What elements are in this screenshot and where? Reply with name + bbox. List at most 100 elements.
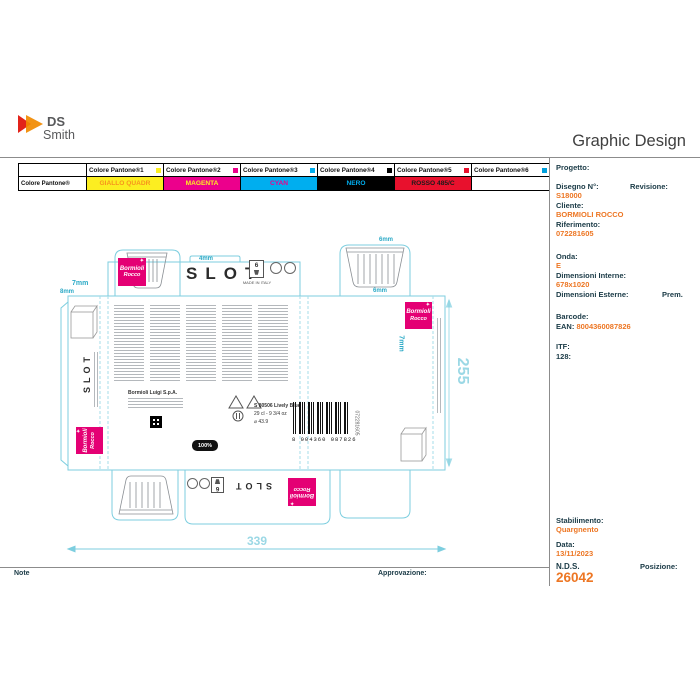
pantone-corner-cell	[19, 164, 87, 177]
nds-value: 26042	[556, 570, 594, 585]
ean-barcode-icon	[293, 402, 349, 434]
food-safe-icon	[270, 262, 282, 274]
revisione-label: Revisione:	[630, 182, 668, 191]
bormioli-rocco-logo: ✦ Bormioli Rocco	[118, 258, 146, 286]
logo-text: Rocco	[293, 485, 311, 492]
pantone-row-label: Colore Pantone®	[19, 177, 87, 190]
ean-row: EAN: 8004360087826	[556, 322, 631, 331]
pantone-value-5: ROSSO 485/C	[395, 177, 472, 190]
vertical-text-strip	[94, 352, 98, 407]
star-icon: ✦	[290, 500, 295, 506]
approvazione-label: Approvazione:	[378, 570, 427, 577]
stamp-100-badge: 100%	[192, 440, 218, 451]
dim-7mm-right: 7mm	[397, 335, 405, 352]
nds-label: N.D.S.	[556, 562, 580, 571]
pantone-header-3: Colore Pantone®3	[241, 164, 318, 177]
pantone-swatch-icon	[310, 167, 315, 173]
bormioli-rocco-logo-left: ✦ Bormioli Rocco	[76, 427, 103, 454]
pantone-swatch-icon	[542, 167, 547, 173]
stabilimento-label: Stabilimento:	[556, 516, 604, 525]
recycle-circle-icon-bottom	[199, 478, 210, 489]
bormioli-rocco-logo-right: ✦ Bormioli Rocco	[405, 302, 432, 329]
data-value: 13/11/2023	[556, 549, 594, 558]
logo-text: Bormioli	[83, 428, 90, 453]
star-icon: ✦	[139, 258, 144, 264]
note-label: Note	[14, 570, 30, 577]
pantone-header-label: Colore Pantone®2	[166, 166, 221, 174]
pantone-header-label: Colore Pantone®4	[320, 166, 375, 174]
pantone-header-5: Colore Pantone®5	[395, 164, 472, 177]
riferimento-label: Riferimento:	[556, 220, 601, 229]
glass-glyph-icon	[253, 269, 260, 275]
brand-name-top: DS	[47, 114, 66, 129]
capacity-number: 6	[254, 262, 259, 270]
text-column	[222, 305, 252, 383]
slot-wordmark-left: SLOT	[82, 353, 92, 393]
pantone-header-2: Colore Pantone®2	[164, 164, 241, 177]
footer-divider	[0, 567, 549, 568]
disegno-label: Disegno N°:	[556, 182, 599, 191]
recycle-circle-icon	[284, 262, 296, 274]
logo-text: Bormioli	[406, 309, 431, 316]
page-title: Graphic Design	[572, 132, 686, 150]
qr-code-icon	[150, 416, 162, 428]
pantone-header-1: Colore Pantone®1	[87, 164, 164, 177]
dim-interne-value: 678x1020	[556, 280, 590, 289]
logo-text: Bormioli	[119, 265, 145, 272]
made-in-italy-label: MADE IN ITALY	[242, 280, 272, 285]
capacity-mark-icon: 6	[249, 260, 264, 278]
dim-width-339: 339	[246, 534, 268, 548]
logo-text: Rocco	[123, 272, 141, 279]
tumbler-illustrations	[118, 247, 405, 515]
diameter-text-label: ⌀ 43.9	[254, 419, 269, 425]
capacity-number: 6	[215, 484, 220, 492]
dim-height-255: 255	[454, 357, 471, 385]
reference-code-vertical: 072281605	[353, 410, 360, 436]
text-column	[186, 305, 216, 383]
posizione-label: Posizione:	[640, 562, 678, 571]
cliente-value: BORMIOLI ROCCO	[556, 210, 624, 219]
dim-8mm-left: 8mm	[60, 289, 75, 295]
logo-text: Rocco	[89, 432, 96, 449]
cliente-label: Cliente:	[556, 201, 584, 210]
onda-value: E	[556, 261, 562, 270]
capacity-mark-icon-bottom: 6	[211, 477, 224, 493]
dim-6mm-bottom: 6mm	[373, 288, 388, 294]
manufacturer-name: Bormioli Luigi S.p.A.	[128, 390, 178, 396]
brand-name-bottom: Smith	[43, 128, 75, 142]
pantone-swatch-icon	[464, 167, 469, 173]
pantone-value-3: CYAN	[241, 177, 318, 190]
pantone-value-2: MAGENTA	[164, 177, 241, 190]
pantone-swatch-icon	[156, 167, 161, 173]
ean-barcode-digits: 8 004360 087826	[292, 436, 357, 443]
ds-smith-logo-icon	[18, 115, 43, 133]
pantone-header-label: Colore Pantone®1	[89, 166, 144, 174]
logo-text: Bormioli	[289, 492, 315, 499]
bormioli-rocco-logo-bottom: ✦ Bormioli Rocco	[288, 478, 316, 506]
carton-box-icons	[70, 304, 427, 462]
logo-text: Rocco	[410, 315, 427, 322]
pantone-swatch-icon	[387, 167, 392, 173]
dim-6mm-top: 6mm	[379, 237, 394, 243]
pantone-value-1: GIALLO QUADR	[87, 177, 164, 190]
dim-4mm: 4mm	[199, 256, 214, 262]
itf-label: ITF:	[556, 342, 570, 351]
food-safe-icon-bottom	[187, 478, 198, 489]
pantone-header-6: Colore Pantone®6	[472, 164, 549, 177]
capacity-text-label: 29 cl - 9 3/4 oz	[254, 411, 287, 417]
text-column	[114, 305, 144, 383]
itf-value: 128:	[556, 352, 572, 361]
star-icon: ✦	[76, 429, 82, 434]
pantone-value-6	[472, 177, 549, 190]
slot-wordmark-bottom: SLOT	[232, 481, 272, 491]
text-column	[258, 305, 288, 383]
pantone-header-label: Colore Pantone®3	[243, 166, 298, 174]
pantone-color-table: Colore Pantone®1 Colore Pantone®2 Colore…	[18, 163, 550, 191]
vertical-text-strip	[437, 318, 441, 413]
stabilimento-value: Quargnento	[556, 525, 599, 534]
pantone-header-label: Colore Pantone®6	[474, 166, 529, 174]
progetto-label: Progetto:	[556, 163, 590, 172]
manufacturer-address-lines	[128, 398, 183, 410]
dim-esterne-label: Dimensioni Esterne:	[556, 290, 629, 299]
header-divider	[0, 157, 700, 158]
